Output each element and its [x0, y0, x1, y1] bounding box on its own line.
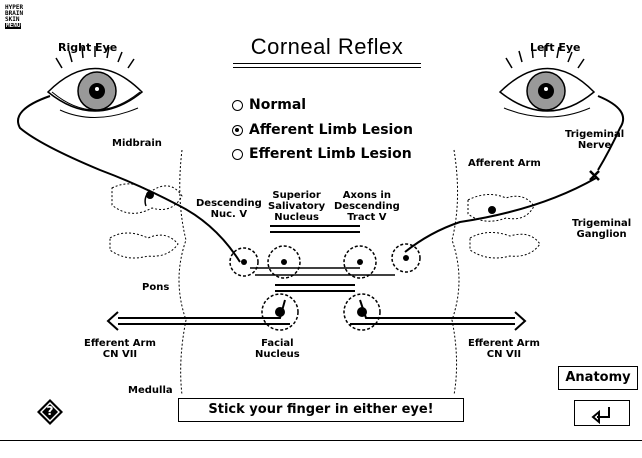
label-line: Superior [268, 190, 325, 201]
label-line: Ganglion [572, 229, 631, 240]
label-facial-nucleus: Facial Nucleus [255, 338, 300, 360]
label-line: Trigeminal [572, 218, 631, 229]
label-trigeminal-nerve: Trigeminal Nerve [565, 129, 624, 151]
label-afferent-arm: Afferent Arm [468, 158, 541, 169]
label-efferent-arm-right: Efferent Arm CN VII [468, 338, 540, 360]
label-line: Trigeminal [565, 129, 624, 140]
label-line: Descending [196, 198, 262, 209]
label-line: CN VII [468, 349, 540, 360]
label-line: Efferent Arm [468, 338, 540, 349]
label-left-eye: Left Eye [530, 42, 581, 53]
label-line: Nucleus [255, 349, 300, 360]
label-trigeminal-ganglion: Trigeminal Ganglion [572, 218, 631, 240]
right-eye-icon[interactable] [48, 46, 142, 118]
label-medulla: Medulla [128, 385, 173, 396]
left-eye-icon[interactable] [500, 46, 594, 117]
label-line: Facial [255, 338, 300, 349]
label-superior-salivatory: Superior Salivatory Nucleus [268, 190, 325, 223]
label-right-eye: Right Eye [58, 42, 117, 53]
label-efferent-arm-left: Efferent Arm CN VII [84, 338, 156, 360]
label-line: CN VII [84, 349, 156, 360]
label-axons-descending: Axons in Descending Tract V [334, 190, 400, 223]
help-label: ? [36, 404, 64, 418]
help-button[interactable]: ? [36, 398, 64, 426]
label-line: Axons in [334, 190, 400, 201]
label-line: Nuc. V [196, 209, 262, 220]
label-line: Nucleus [268, 212, 325, 223]
label-descending-nuc: Descending Nuc. V [196, 198, 262, 220]
instruction-box: Stick your finger in either eye! [178, 398, 464, 422]
label-line: Efferent Arm [84, 338, 156, 349]
return-button[interactable] [574, 400, 630, 426]
label-line: Salivatory [268, 201, 325, 212]
bottom-divider [0, 440, 642, 441]
anatomy-button[interactable]: Anatomy [558, 366, 638, 390]
label-line: Nerve [565, 140, 624, 151]
label-pons: Pons [142, 282, 169, 293]
label-line: Tract V [334, 212, 400, 223]
label-midbrain: Midbrain [112, 138, 162, 149]
return-arrow-icon [575, 401, 631, 427]
label-line: Descending [334, 201, 400, 212]
